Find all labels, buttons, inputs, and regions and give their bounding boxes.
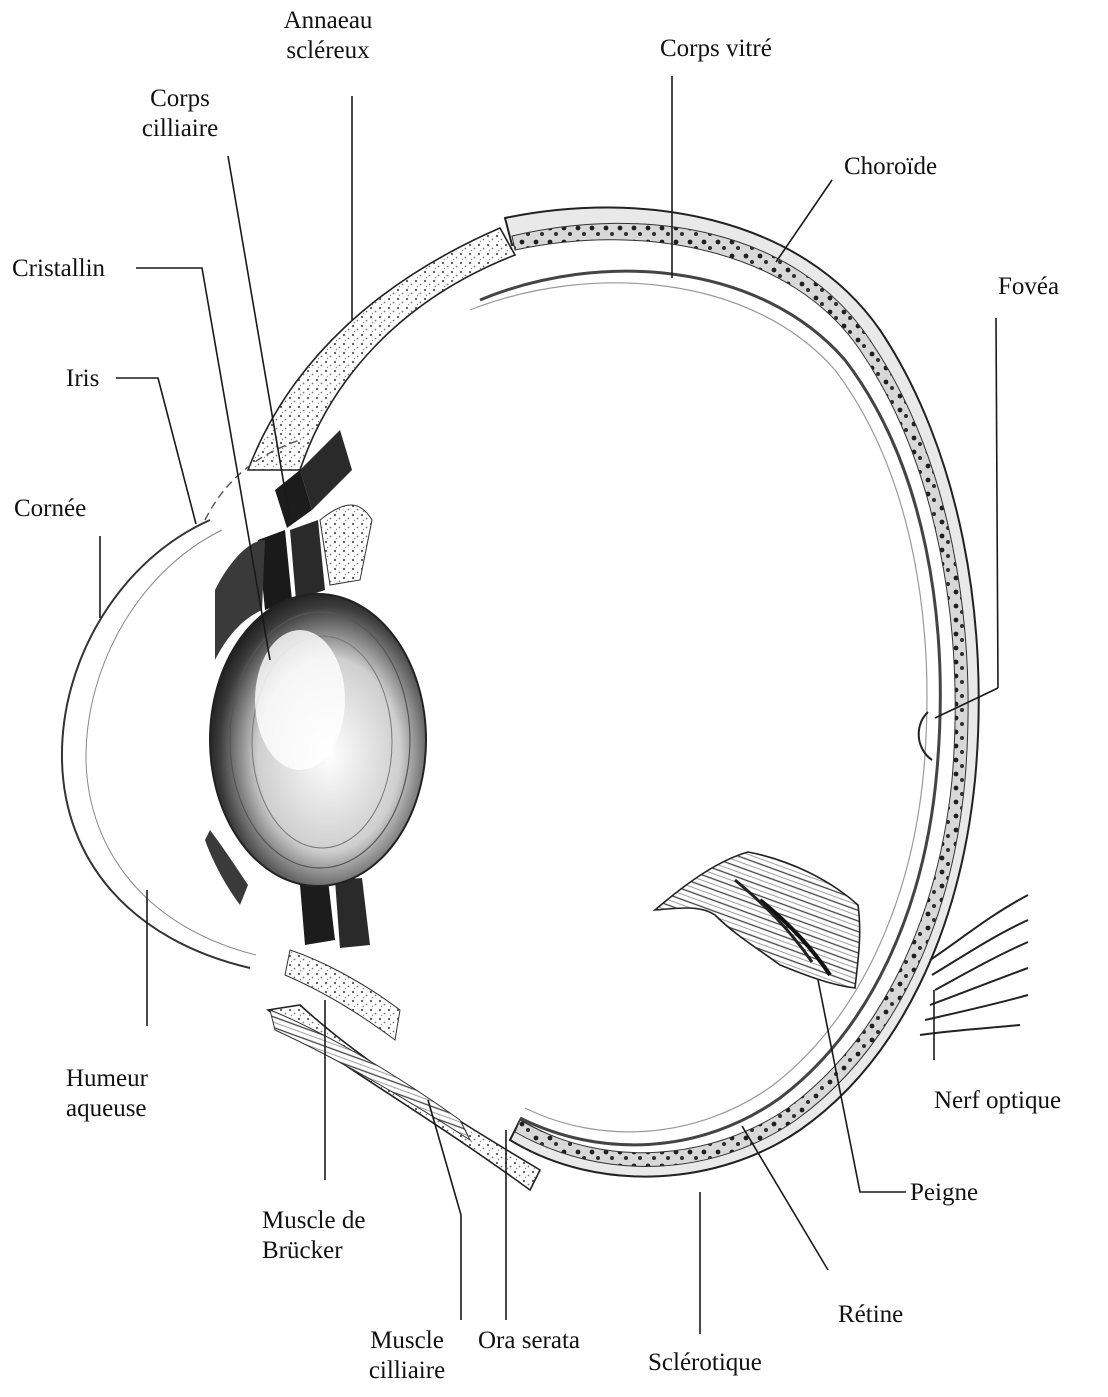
leader-fovea xyxy=(996,318,998,688)
label-muscle-de-brucker: Muscle de Brücker xyxy=(262,1206,365,1266)
label-muscle-cilliaire-line2: cilliaire xyxy=(352,1356,462,1386)
label-choroide: Choroïde xyxy=(844,152,937,182)
label-muscle-cilliaire: Muscle cilliaire xyxy=(352,1326,462,1386)
label-corps-vitre: Corps vitré xyxy=(660,34,772,64)
label-muscle-brucker-line1: Muscle de xyxy=(262,1206,365,1236)
label-annaeau-line2: scléreux xyxy=(268,36,388,66)
label-retine: Rétine xyxy=(838,1300,903,1330)
label-annaeau-line1: Annaeau xyxy=(268,6,388,36)
label-corps-cilliaire: Corps cilliaire xyxy=(120,84,240,144)
leader-retine xyxy=(742,1126,828,1270)
leader-iris xyxy=(116,378,196,524)
leader-corps-cilliaire xyxy=(228,156,290,520)
label-corps-cilliaire-line2: cilliaire xyxy=(120,114,240,144)
label-peigne: Peigne xyxy=(910,1178,978,1208)
label-corps-cilliaire-line1: Corps xyxy=(120,84,240,114)
label-cristallin: Cristallin xyxy=(12,254,105,284)
label-sclerotique: Sclérotique xyxy=(648,1348,762,1378)
label-cornee: Cornée xyxy=(14,494,86,524)
label-humeur-line2: aqueuse xyxy=(66,1094,148,1124)
label-annaeau-scleraux: Annaeau scléreux xyxy=(268,6,388,66)
leader-fovea-tail xyxy=(935,688,998,718)
label-fovea: Fovéa xyxy=(998,272,1059,302)
label-iris: Iris xyxy=(66,364,99,394)
label-ora-serata: Ora serata xyxy=(478,1326,580,1356)
label-humeur-aqueuse: Humeur aqueuse xyxy=(66,1064,148,1124)
label-muscle-cilliaire-line1: Muscle xyxy=(352,1326,462,1356)
leader-cristallin xyxy=(136,268,270,660)
leader-choroide xyxy=(776,180,832,262)
label-muscle-brucker-line2: Brücker xyxy=(262,1236,365,1266)
leader-muscle-cilliaire xyxy=(428,1100,461,1320)
leader-peigne xyxy=(818,980,906,1192)
label-humeur-line1: Humeur xyxy=(66,1064,148,1094)
label-nerf-optique: Nerf optique xyxy=(934,1086,1061,1116)
